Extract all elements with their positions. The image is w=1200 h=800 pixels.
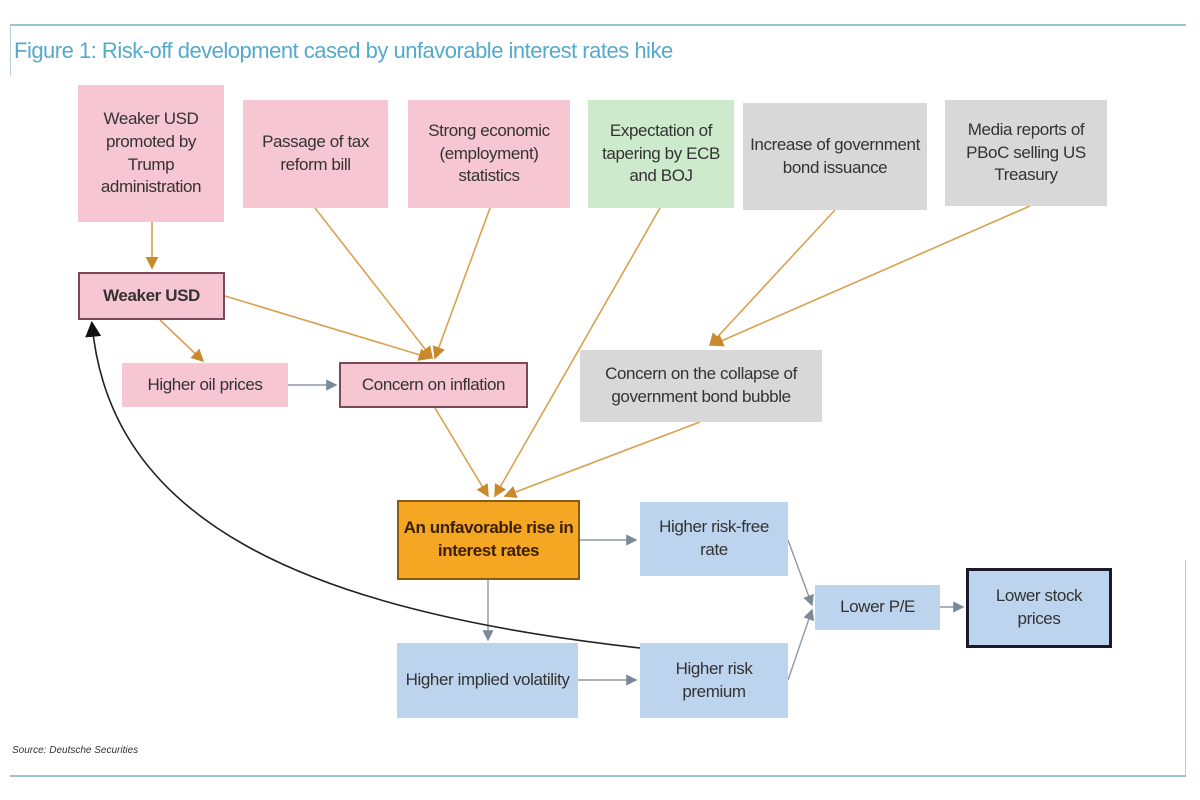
arrow-economic-to-inflation bbox=[432, 207, 491, 360]
node-inflation: Concern on inflation bbox=[339, 362, 528, 408]
arrow-bubble-to-rates bbox=[503, 421, 701, 499]
source-note: Source: Deutsche Securities bbox=[12, 745, 139, 756]
arrow-premium-to-weaker-usd bbox=[85, 320, 641, 649]
node-bond-bubble: Concern on the collapse of government bo… bbox=[580, 350, 822, 422]
arrow-tax-to-inflation bbox=[314, 207, 433, 360]
node-weaker-usd: Weaker USD bbox=[78, 272, 225, 320]
arrow-issuance-to-bubble bbox=[708, 209, 836, 347]
frame-right-border bbox=[1185, 560, 1186, 775]
arrow-inflation-to-rates bbox=[434, 407, 489, 498]
node-weaker-usd-trump: Weaker USD promoted by Trump administrat… bbox=[78, 85, 224, 222]
frame-left-border bbox=[10, 26, 11, 76]
frame-top-border bbox=[10, 24, 1186, 26]
node-pe: Lower P/E bbox=[815, 585, 940, 630]
node-bond-issuance: Increase of government bond issuance bbox=[743, 103, 927, 210]
node-tapering: Expectation of tapering by ECB and BOJ bbox=[588, 100, 734, 208]
node-stock: Lower stock prices bbox=[966, 568, 1112, 648]
node-volatility: Higher implied volatility bbox=[397, 643, 578, 718]
arrow-pboc-to-bubble bbox=[710, 205, 1031, 347]
node-risk-free: Higher risk-free rate bbox=[640, 502, 788, 576]
node-strong-economic: Strong economic (employment) statistics bbox=[408, 100, 570, 208]
arrow-usd-to-inflation bbox=[224, 295, 432, 361]
node-oil: Higher oil prices bbox=[122, 363, 288, 407]
node-pboc: Media reports of PBoC selling US Treasur… bbox=[945, 100, 1107, 206]
node-risk-premium: Higher risk premium bbox=[640, 643, 788, 718]
node-rate-rise: An unfavorable rise in interest rates bbox=[397, 500, 580, 580]
figure-title: Figure 1: Risk-off development cased by … bbox=[14, 38, 673, 63]
arrow-premium-to-pe bbox=[787, 608, 815, 681]
arrow-tapering-to-rates bbox=[494, 207, 661, 498]
node-tax-reform: Passage of tax reform bill bbox=[243, 100, 388, 208]
arrow-riskfree-to-pe bbox=[787, 539, 814, 607]
frame-bottom-border bbox=[10, 775, 1186, 777]
arrow-usd-to-oil bbox=[159, 319, 205, 363]
